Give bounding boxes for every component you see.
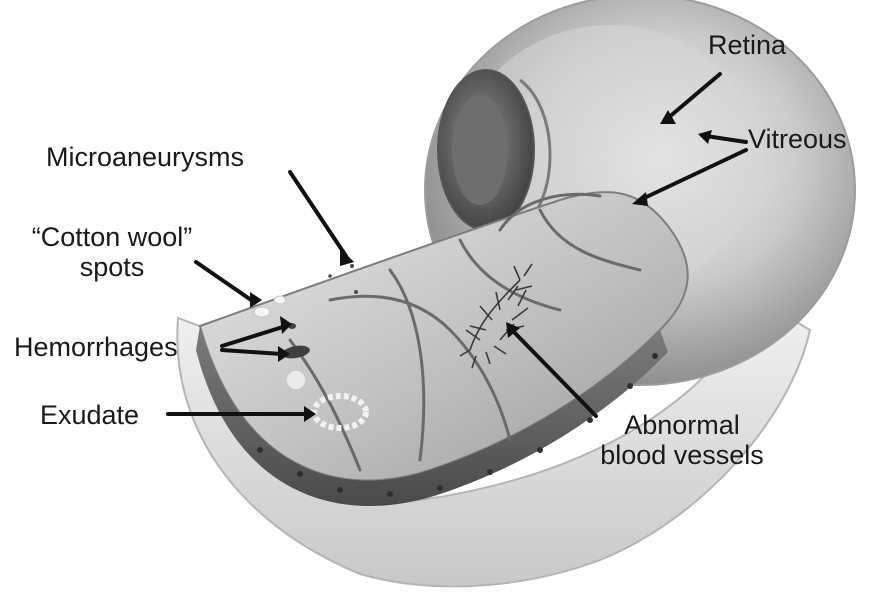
label-microaneurysms: Microaneurysms bbox=[46, 142, 244, 172]
label-abnormal-line2: blood vessels bbox=[582, 440, 782, 470]
label-cotton-wool-spots: “Cotton wool” spots bbox=[20, 222, 204, 282]
label-cotton-wool-line2: spots bbox=[20, 252, 204, 282]
label-hemorrhages: Hemorrhages bbox=[14, 332, 178, 362]
label-vitreous: Vitreous bbox=[748, 124, 847, 154]
label-exudate: Exudate bbox=[40, 400, 139, 430]
label-abnormal-line1: Abnormal bbox=[582, 410, 782, 440]
label-cotton-wool-line1: “Cotton wool” bbox=[20, 222, 204, 252]
cotton-wool-arrow bbox=[196, 262, 254, 302]
label-retina: Retina bbox=[708, 30, 786, 60]
label-abnormal-blood-vessels: Abnormal blood vessels bbox=[582, 410, 782, 470]
microaneurysms-arrow bbox=[290, 172, 346, 256]
